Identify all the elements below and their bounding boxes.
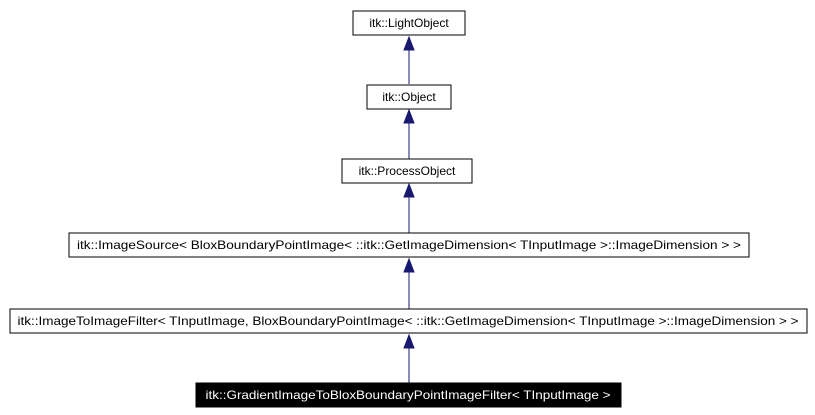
node-label: itk::GradientImageToBloxBoundaryPointIma…: [206, 388, 611, 402]
node-object[interactable]: itk::Object: [366, 84, 452, 110]
edge-image-source-to-process-object: [403, 182, 415, 233]
node-label: itk::ProcessObject: [359, 164, 456, 178]
node-light-object[interactable]: itk::LightObject: [352, 10, 466, 36]
node-label: itk::Object: [382, 90, 436, 104]
node-label: itk::ImageToImageFilter< TInputImage, Bl…: [18, 314, 799, 328]
edges: [403, 35, 415, 383]
node-image-to-image-filter[interactable]: itk::ImageToImageFilter< TInputImage, Bl…: [9, 308, 808, 334]
edge-object-to-light-object: [403, 35, 415, 84]
edge-gradient-filter-to-image-to-image-filter: [403, 333, 415, 383]
node-process-object[interactable]: itk::ProcessObject: [341, 158, 473, 184]
node-label: itk::LightObject: [369, 16, 449, 30]
edge-image-to-image-filter-to-image-source: [403, 257, 415, 309]
edge-process-object-to-object: [403, 108, 415, 159]
node-label: itk::ImageSource< BloxBoundaryPointImage…: [77, 238, 741, 252]
node-image-source[interactable]: itk::ImageSource< BloxBoundaryPointImage…: [68, 232, 750, 258]
node-gradient-filter-current: itk::GradientImageToBloxBoundaryPointIma…: [195, 382, 622, 408]
